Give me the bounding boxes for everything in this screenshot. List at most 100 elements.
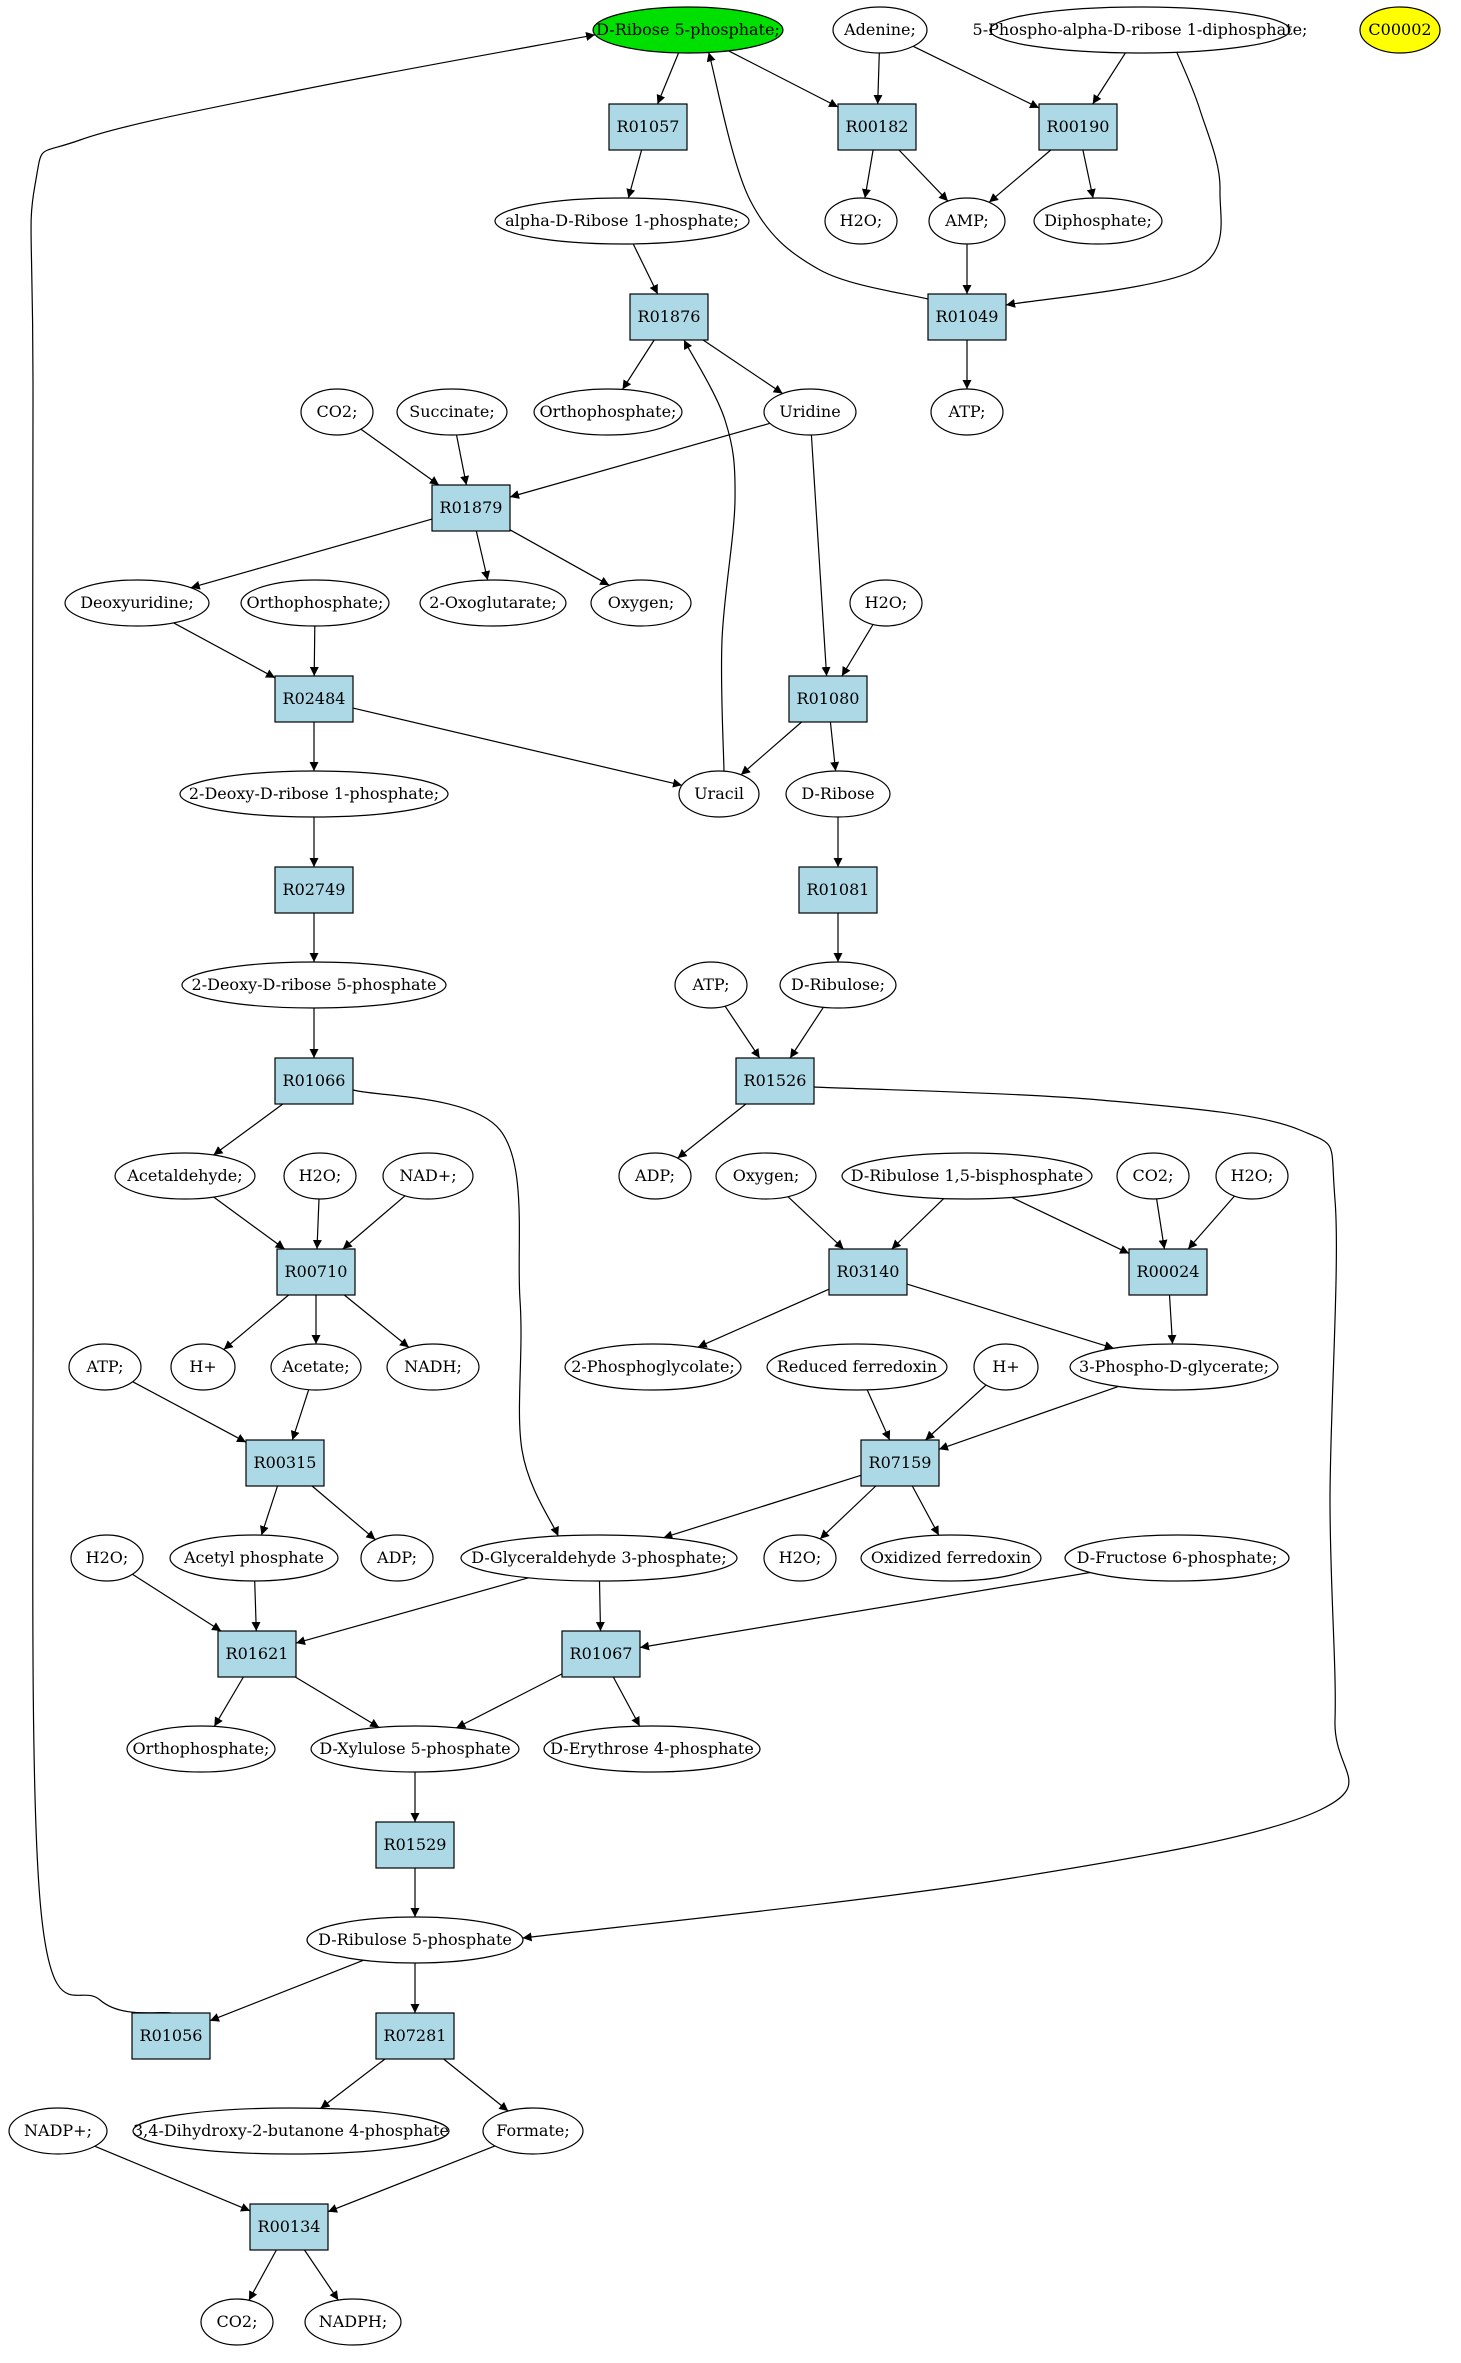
- node-label: ADP;: [634, 1166, 675, 1185]
- edge-c_h2o_2-to-r_R01080: [841, 624, 874, 677]
- edge-r_R01876-to-c_uridine: [702, 339, 783, 394]
- compound-node-c_nadp: NADP+;: [8, 2107, 108, 2155]
- reaction-box: [274, 866, 354, 914]
- compound-node-c_e4p: D-Erythrose 4-phosphate: [543, 1725, 761, 1773]
- node-label: H+: [189, 1357, 216, 1376]
- edge-c_oxygen_2-to-r_R03140: [787, 1196, 845, 1250]
- reaction-box: [217, 1630, 297, 1678]
- compound-ellipse: [618, 1152, 692, 1200]
- node-label: R01067: [570, 1644, 633, 1663]
- reaction-node-r_R07281: R07281: [375, 2012, 455, 2060]
- node-label: R01876: [638, 307, 701, 326]
- node-label: D-Ribose: [801, 784, 874, 803]
- compound-node-c_hplus_1: H+: [170, 1343, 236, 1391]
- compound-ellipse: [533, 388, 683, 436]
- reaction-box: [788, 675, 868, 723]
- edge-r_R01066-to-c_acetald: [213, 1103, 284, 1156]
- edge-c_formate-to-r_R00134: [327, 2145, 496, 2213]
- compound-node-c_acetylp: Acetyl phosphate: [169, 1534, 339, 1582]
- reaction-box: [431, 484, 511, 532]
- edge-c_f6p-to-r_R01067: [639, 1571, 1091, 1651]
- edge-r_R00134-to-c_nadph: [304, 2249, 339, 2301]
- compound-ellipse: [766, 1343, 948, 1391]
- compound-ellipse: [114, 1152, 256, 1200]
- reaction-box: [860, 1439, 940, 1487]
- node-label: R00024: [1137, 1262, 1200, 1281]
- node-label: ATP;: [86, 1357, 124, 1376]
- compound-node-c_redfd: Reduced ferredoxin: [766, 1343, 948, 1391]
- edge-c_co2_2-to-r_R00024: [1156, 1198, 1168, 1250]
- compound-node-c_oxoglu: 2-Oxoglutarate;: [419, 579, 567, 627]
- edge-r_R00315-to-c_adp_2: [311, 1485, 376, 1541]
- edge-r_R07159-to-c_g3p: [663, 1474, 862, 1540]
- compound-ellipse: [270, 1343, 362, 1391]
- edge-r_R01066-to-c_g3p: [352, 1089, 559, 1537]
- node-label: D-Ribose 5-phosphate;: [596, 20, 780, 39]
- reaction-box: [249, 2203, 329, 2251]
- edge-r_R01067-to-c_e4p: [612, 1676, 641, 1727]
- node-label: Formate;: [496, 2121, 570, 2140]
- compound-ellipse: [832, 6, 928, 54]
- compound-ellipse: [283, 1152, 357, 1200]
- edge-r_R07281-to-c_formate: [443, 2058, 509, 2112]
- node-label: 3,4-Dihydroxy-2-butanone 4-phosphate: [133, 2121, 449, 2140]
- node-label: 2-Oxoglutarate;: [429, 593, 556, 612]
- compound-ellipse: [785, 770, 891, 818]
- compound-node-c_ortho_1: Orthophosphate;: [533, 388, 683, 436]
- compound-ellipse: [930, 388, 1004, 436]
- node-label: Acetaldehyde;: [126, 1166, 242, 1185]
- compound-ellipse: [70, 1534, 144, 1582]
- compound-node-c_xu5p: D-Xylulose 5-phosphate: [310, 1725, 520, 1773]
- compound-ellipse: [674, 961, 748, 1009]
- compound-node-c_nadh: NADH;: [386, 1343, 480, 1391]
- reaction-node-r_R02749: R02749: [274, 866, 354, 914]
- node-label: NADP+;: [24, 2121, 92, 2140]
- reaction-box: [629, 293, 709, 341]
- node-layer: D-Ribose 5-phosphate;Adenine;5-Phospho-a…: [8, 6, 1441, 2346]
- node-label: ATP;: [948, 402, 986, 421]
- compound-ellipse: [181, 961, 447, 1009]
- compound-node-c_rubp: D-Ribulose 1,5-bisphosphate: [841, 1152, 1093, 1200]
- compound-ellipse: [419, 579, 567, 627]
- edge-r_R01879-to-c_deoxyu: [190, 518, 433, 590]
- compound-node-c_h2o_6: H2O;: [763, 1534, 837, 1582]
- compound-node-c_atp_2: ATP;: [674, 961, 748, 1009]
- node-label: Succinate;: [409, 402, 494, 421]
- edge-r_R00024-to-c_3pg: [1167, 1294, 1177, 1345]
- edge-r_R00190-to-c_diphos: [1082, 149, 1096, 199]
- node-label: H+: [992, 1357, 1019, 1376]
- compound-ellipse: [240, 579, 390, 627]
- node-label: H2O;: [779, 1548, 822, 1567]
- compound-node-c_adr1p: alpha-D-Ribose 1-phosphate;: [494, 197, 750, 245]
- edge-c_uridine-to-r_R01080: [810, 434, 831, 677]
- edge-c_adenine-to-r_R00190: [912, 45, 1040, 109]
- reaction-node-r_R01621: R01621: [217, 1630, 297, 1678]
- compound-ellipse: [8, 2107, 108, 2155]
- compound-ellipse: [763, 1534, 837, 1582]
- node-label: 2-Phosphoglycolate;: [571, 1357, 735, 1376]
- compound-ellipse: [68, 1343, 142, 1391]
- compound-ellipse: [200, 2298, 274, 2346]
- reaction-box: [927, 293, 1007, 341]
- compound-ellipse: [1033, 197, 1163, 245]
- node-label: R03140: [837, 1262, 900, 1281]
- compound-node-c_h2o_2: H2O;: [849, 579, 923, 627]
- node-label: CO2;: [1133, 1166, 1174, 1185]
- node-label: 3-Phospho-D-glycerate;: [1079, 1357, 1269, 1376]
- edge-c_acetate-to-r_R00315: [290, 1389, 310, 1441]
- compound-node-c_succ: Succinate;: [396, 388, 508, 436]
- compound-ellipse: [1359, 6, 1441, 54]
- reaction-node-r_R00190: R00190: [1038, 103, 1118, 151]
- edge-r_R00190-to-c_amp: [988, 149, 1052, 203]
- node-label: R01057: [617, 117, 680, 136]
- edge-r_R02484-to-c_uracil: [352, 707, 683, 788]
- node-label: Orthophosphate;: [247, 593, 384, 612]
- node-label: R01526: [744, 1071, 807, 1090]
- node-label: D-Fructose 6-phosphate;: [1077, 1548, 1278, 1567]
- node-label: D-Ribulose 5-phosphate: [318, 1930, 512, 1949]
- compound-ellipse: [300, 388, 374, 436]
- node-label: R00315: [254, 1453, 317, 1472]
- compound-ellipse: [460, 1534, 738, 1582]
- compound-ellipse: [482, 2107, 584, 2155]
- edge-r_R03140-to-c_2pg: [697, 1288, 830, 1348]
